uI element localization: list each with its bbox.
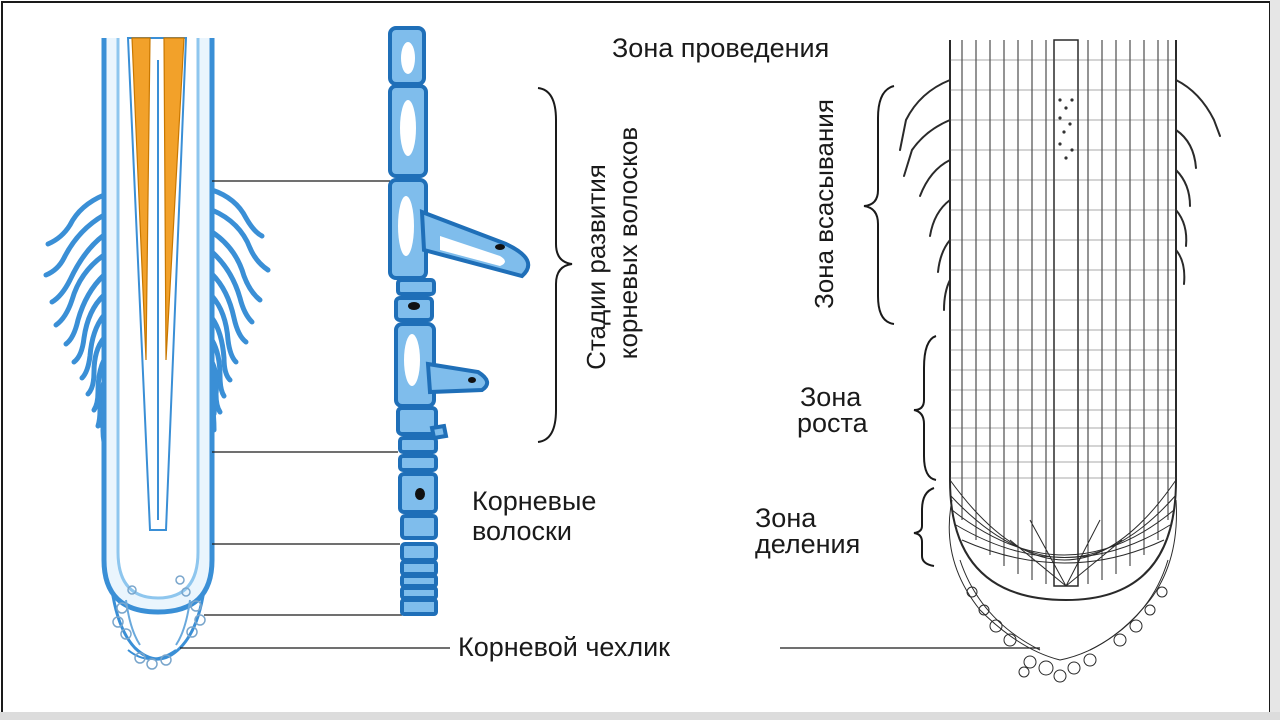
label-hair-stages-line2: корневых волосков [613,127,643,359]
label-zone-division-line1: Зона [755,503,817,533]
frame-edge-right [1270,0,1280,720]
label-root-cap: Корневой чехлик [458,632,670,662]
label-zone-conduction: Зона проведения [612,33,829,63]
absorption-bracket [863,85,895,325]
label-zone-absorption: Зона всасывания [809,99,839,309]
hair-stages-bracket [537,87,573,443]
label-zone-division-line2: деления [755,529,860,559]
label-zone-growth-line2: роста [797,408,869,438]
frame-edge-bottom [0,712,1280,720]
leader-lines [180,180,1040,649]
growth-bracket [913,335,937,481]
label-root-hairs-line1: Корневые [472,486,596,516]
division-bracket [913,487,935,567]
root-longitudinal-icon [43,37,271,670]
root-tip-cellular-icon [899,39,1221,683]
label-zone-growth-line1: Зона [800,382,862,412]
label-hair-stages-line1: Стадии развития [581,164,611,370]
epidermis-cell-row-icon [388,26,531,616]
label-root-hairs-line2: волоски [472,516,572,546]
